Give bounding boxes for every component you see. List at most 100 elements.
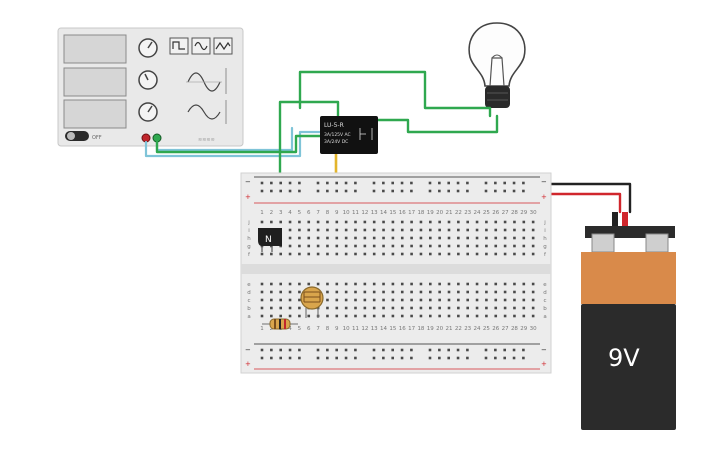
breadboard-hole[interactable] (344, 236, 348, 240)
breadboard-hole[interactable] (522, 290, 526, 294)
breadboard-hole[interactable] (522, 314, 526, 318)
breadboard-hole[interactable] (475, 314, 479, 318)
breadboard-hole[interactable] (447, 181, 450, 185)
breadboard-hole[interactable] (466, 244, 469, 248)
breadboard-hole[interactable] (447, 282, 451, 286)
breadboard-hole[interactable] (307, 314, 311, 318)
breadboard-hole[interactable] (447, 236, 451, 240)
breadboard-hole[interactable] (335, 228, 339, 232)
breadboard-hole[interactable] (391, 244, 395, 248)
breadboard-hole[interactable] (260, 189, 264, 193)
breadboard-hole[interactable] (260, 348, 264, 352)
breadboard-hole[interactable] (513, 290, 516, 294)
breadboard-hole[interactable] (400, 244, 404, 248)
breadboard-hole[interactable] (307, 228, 311, 232)
breadboard-hole[interactable] (326, 236, 329, 240)
light-bulb[interactable] (468, 22, 526, 108)
breadboard-hole[interactable] (363, 298, 367, 302)
breadboard-hole[interactable] (279, 282, 282, 286)
breadboard-hole[interactable] (447, 298, 451, 302)
resistor[interactable] (262, 318, 298, 330)
breadboard-hole[interactable] (335, 189, 338, 193)
breadboard-hole[interactable] (419, 252, 423, 256)
breadboard-hole[interactable] (503, 314, 507, 318)
breadboard-hole[interactable] (382, 181, 385, 185)
breadboard-hole[interactable] (466, 298, 469, 302)
breadboard-hole[interactable] (326, 244, 329, 248)
breadboard-hole[interactable] (326, 298, 329, 302)
breadboard-hole[interactable] (410, 228, 413, 232)
breadboard-hole[interactable] (447, 314, 451, 318)
breadboard-hole[interactable] (354, 236, 357, 240)
breadboard-hole[interactable] (522, 282, 526, 286)
breadboard-hole[interactable] (512, 356, 516, 360)
breadboard-hole[interactable] (419, 244, 423, 248)
breadboard-hole[interactable] (456, 348, 460, 352)
frequency-knob[interactable] (138, 38, 158, 58)
breadboard-hole[interactable] (438, 220, 441, 224)
breadboard-hole[interactable] (419, 220, 423, 224)
breadboard-hole[interactable] (335, 220, 339, 224)
amplitude-knob[interactable] (138, 70, 158, 90)
breadboard-hole[interactable] (475, 306, 479, 310)
breadboard-hole[interactable] (400, 228, 404, 232)
breadboard-hole[interactable] (512, 181, 516, 185)
breadboard-hole[interactable] (457, 314, 460, 318)
breadboard-hole[interactable] (372, 181, 376, 185)
breadboard-hole[interactable] (354, 189, 357, 193)
breadboard-hole[interactable] (354, 282, 357, 286)
breadboard-hole[interactable] (503, 236, 507, 240)
breadboard-hole[interactable] (494, 228, 498, 232)
breadboard-hole[interactable] (447, 252, 451, 256)
breadboard-hole[interactable] (279, 348, 282, 352)
breadboard-hole[interactable] (531, 298, 535, 302)
breadboard-hole[interactable] (475, 236, 479, 240)
breadboard-hole[interactable] (354, 220, 357, 224)
breadboard-hole[interactable] (363, 252, 367, 256)
breadboard-hole[interactable] (288, 314, 292, 318)
breadboard-hole[interactable] (438, 236, 441, 240)
breadboard-hole[interactable] (522, 356, 525, 360)
breadboard-hole[interactable] (410, 314, 413, 318)
breadboard-hole[interactable] (298, 290, 301, 294)
breadboard-hole[interactable] (429, 298, 432, 302)
breadboard-hole[interactable] (531, 244, 535, 248)
breadboard-hole[interactable] (260, 220, 264, 224)
breadboard-hole[interactable] (531, 290, 535, 294)
breadboard-hole[interactable] (326, 282, 329, 286)
breadboard-hole[interactable] (484, 356, 488, 360)
breadboard-hole[interactable] (279, 290, 282, 294)
breadboard-hole[interactable] (372, 282, 376, 286)
breadboard-hole[interactable] (513, 236, 516, 240)
breadboard-hole[interactable] (513, 228, 516, 232)
breadboard-hole[interactable] (316, 228, 320, 232)
breadboard-hole[interactable] (494, 189, 497, 193)
breadboard-hole[interactable] (410, 252, 413, 256)
breadboard-hole[interactable] (484, 181, 488, 185)
breadboard-hole[interactable] (447, 306, 451, 310)
breadboard-hole[interactable] (438, 252, 441, 256)
breadboard-hole[interactable] (354, 252, 357, 256)
breadboard-hole[interactable] (344, 189, 348, 193)
breadboard-hole[interactable] (298, 228, 301, 232)
breadboard-hole[interactable] (270, 298, 273, 302)
breadboard-hole[interactable] (279, 181, 282, 185)
breadboard-hole[interactable] (475, 252, 479, 256)
breadboard-hole[interactable] (485, 306, 488, 310)
breadboard-hole[interactable] (494, 314, 498, 318)
breadboard-hole[interactable] (438, 244, 441, 248)
breadboard-hole[interactable] (522, 228, 526, 232)
breadboard-hole[interactable] (447, 356, 450, 360)
breadboard-hole[interactable] (485, 244, 488, 248)
breadboard-hole[interactable] (428, 348, 432, 352)
breadboard-hole[interactable] (466, 220, 469, 224)
breadboard-hole[interactable] (363, 282, 367, 286)
breadboard-hole[interactable] (429, 306, 432, 310)
breadboard-hole[interactable] (429, 244, 432, 248)
breadboard-hole[interactable] (298, 314, 301, 318)
breadboard-hole[interactable] (326, 356, 329, 360)
breadboard-hole[interactable] (522, 348, 525, 352)
breadboard-hole[interactable] (288, 356, 292, 360)
breadboard-hole[interactable] (419, 314, 423, 318)
breadboard-hole[interactable] (522, 244, 526, 248)
